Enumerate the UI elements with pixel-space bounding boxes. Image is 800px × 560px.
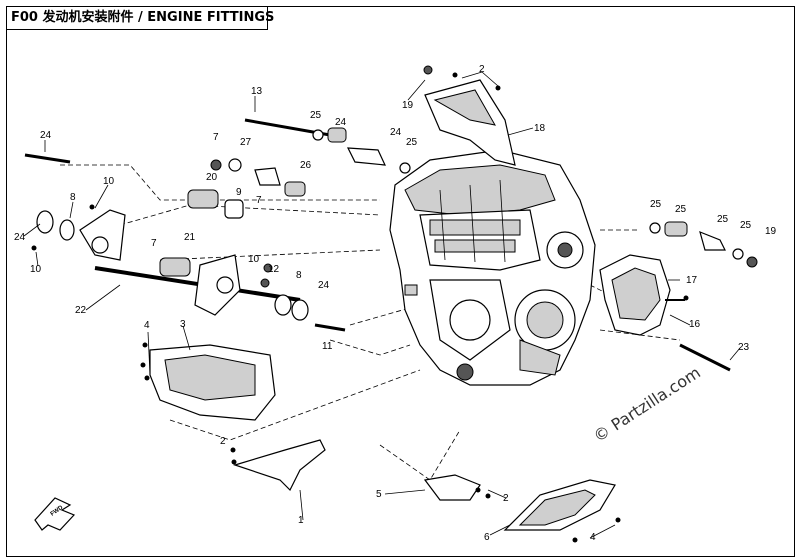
callout-2-left: 2 (220, 436, 226, 447)
callout-10-lower: 10 (30, 264, 42, 275)
callout-22: 23 (738, 342, 750, 353)
callout-16: 18 (534, 123, 546, 134)
skid-plate-3 (149, 344, 276, 421)
bracket-1 (233, 439, 326, 492)
callout-25-top2: 25 (406, 137, 418, 148)
engine-assembly (389, 149, 596, 386)
callout-27: 27 (240, 137, 252, 148)
callout-26: 26 (300, 160, 312, 171)
callout-15: 17 (686, 275, 698, 286)
callout-10-left: 10 (103, 176, 115, 187)
callout-24-top2: 24 (390, 127, 402, 138)
callout-25-top: 25 (310, 110, 322, 121)
callout-19-top: 20 (206, 172, 218, 183)
callout-8-left: 8 (70, 192, 76, 203)
bracket-5 (423, 474, 481, 501)
right-mount-stack (649, 221, 758, 268)
fwd-arrow-icon: FWD (34, 497, 76, 531)
callout-4-bottom: 4 (590, 532, 596, 543)
callout-12: 12 (268, 264, 280, 275)
callout-18: 19 (765, 226, 777, 237)
top-mount-stack (244, 118, 411, 174)
callout-13: 13 (251, 86, 263, 97)
callout-25-right: 25 (650, 199, 662, 210)
callout-20: 22 (75, 305, 87, 316)
leader-lines (23, 71, 741, 539)
callout-25-right2: 25 (740, 220, 752, 231)
callout-10-right: 10 (248, 254, 260, 265)
diagram-title: F00 发动机安装附件 / ENGINE FITTINGS (6, 6, 274, 30)
callout-21: 24 (40, 130, 52, 141)
callout-7-top: 7 (213, 132, 219, 143)
callout-14: 16 (689, 319, 701, 330)
callout-2-top: 2 (479, 64, 485, 75)
callout-9: 9 (236, 187, 242, 198)
fastener-dots (31, 72, 689, 543)
callout-24-right2: 25 (717, 214, 729, 225)
callout-19-lower: 21 (184, 232, 196, 243)
callout-11: 11 (322, 341, 333, 352)
callout-1: 1 (298, 515, 304, 526)
skid-plate-6 (503, 479, 616, 531)
callout-3: 3 (180, 319, 186, 330)
left-mount-area (24, 153, 346, 332)
top-cover-16 (423, 65, 516, 166)
callout-7-lower: 7 (151, 238, 157, 249)
callout-5: 5 (376, 489, 382, 500)
callout-8-right: 8 (296, 270, 302, 281)
callout-24-right: 25 (675, 204, 687, 215)
callout-23-right: 24 (318, 280, 330, 291)
callout-2-bottom: 2 (503, 493, 509, 504)
callout-24-top: 24 (335, 117, 347, 128)
callout-labels: 13 24 10 8 24 10 22 7 27 20 9 7 26 25 24… (14, 64, 777, 543)
side-cover-15 (599, 254, 671, 336)
callout-17: 19 (402, 100, 414, 111)
callout-4-left: 4 (144, 320, 150, 331)
callout-7-mid: 7 (256, 195, 262, 206)
bolt-22 (679, 343, 731, 372)
callout-23-left: 24 (14, 232, 26, 243)
callout-6: 6 (484, 532, 490, 543)
assembly-guides (60, 164, 681, 481)
